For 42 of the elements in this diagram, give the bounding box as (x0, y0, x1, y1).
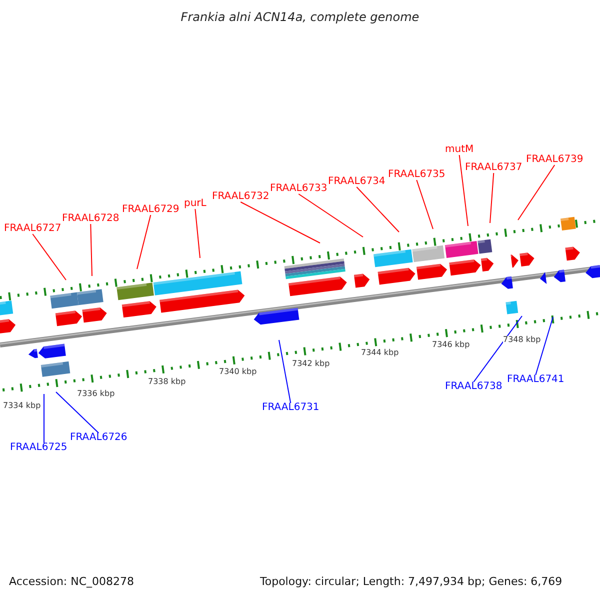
footer-note: Topology: circular; Length: 7,497,934 bp; Genes: 6,769 (260, 576, 562, 587)
gene-label: FRAAL6726 (70, 433, 128, 443)
leader-line (416, 180, 434, 230)
leader-line (473, 316, 522, 382)
leader-line (56, 392, 100, 434)
leader-line (32, 234, 66, 280)
leader-line (490, 172, 494, 224)
scale-label: 7338 kbp (148, 378, 186, 386)
gene-label: FRAAL6741 (507, 375, 564, 385)
scale-label: 7340 kbp (219, 368, 257, 376)
gene-label: FRAAL6732 (212, 192, 270, 202)
leader-line (278, 340, 292, 404)
gene-label: purL (184, 199, 206, 209)
leader-line (136, 214, 152, 270)
leader-line (356, 186, 400, 232)
gene-label: FRAAL6729 (122, 205, 180, 215)
leader-line (90, 224, 92, 276)
scale-label: 7334 kbp (3, 402, 41, 410)
gene-label: FRAAL6728 (62, 214, 120, 224)
gene-label: FRAAL6735 (388, 170, 446, 180)
gene-label: FRAAL6731 (262, 403, 320, 413)
gene-label: FRAAL6739 (526, 155, 584, 165)
leader-line (240, 202, 320, 244)
scale-label: 7344 kbp (361, 349, 399, 357)
leader-line (535, 316, 554, 376)
title: Frankia alni ACN14a, complete genome (180, 11, 420, 23)
gene-label: mutM (445, 145, 474, 155)
leader-line (194, 208, 200, 258)
leader-line (298, 194, 364, 238)
gene-label: FRAAL6737 (465, 163, 522, 173)
gene-label: FRAAL6734 (328, 177, 386, 187)
gene-label: FRAAL6727 (4, 224, 62, 234)
leader-line (518, 164, 556, 220)
gene-label: FRAAL6733 (270, 184, 328, 194)
leader-line (458, 154, 468, 226)
scale-label: 7342 kbp (292, 360, 330, 368)
scale-label: 7348 kbp (503, 336, 541, 344)
scale-label: 7336 kbp (77, 390, 115, 398)
footer-note: Accession: NC_008278 (9, 576, 134, 587)
gene-label: FRAAL6725 (10, 443, 68, 453)
gene-label: FRAAL6738 (445, 382, 502, 392)
scale-label: 7346 kbp (432, 341, 470, 349)
